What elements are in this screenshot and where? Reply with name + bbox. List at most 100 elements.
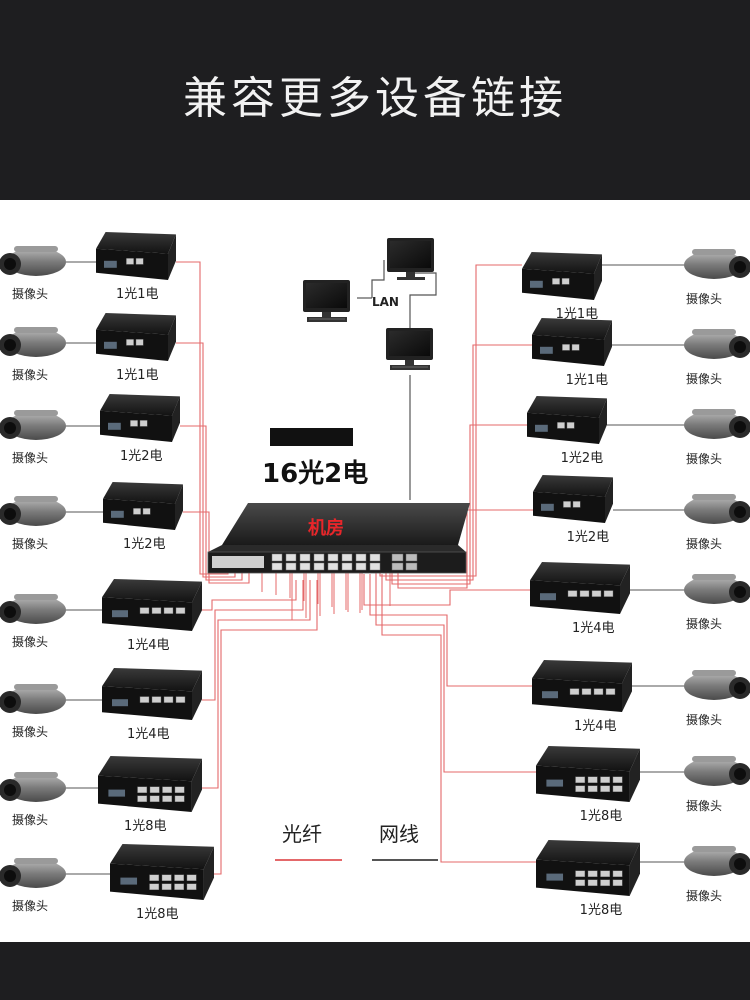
switch-fiber-port (299, 553, 311, 562)
legend-network-label: 网线 (379, 822, 419, 846)
fiber-cable (176, 261, 229, 575)
media-converter-icon (96, 232, 176, 280)
media-converter-icon (532, 318, 612, 366)
media-converter-icon (522, 252, 602, 300)
fiber-cable (379, 264, 522, 577)
device-label: 1光2电 (120, 449, 163, 464)
switch-fiber-port (271, 553, 283, 562)
device-label: 1光1电 (566, 373, 609, 388)
camera-label: 摄像头 (12, 450, 48, 465)
fiber-cable (183, 511, 250, 584)
fiber-cable (385, 344, 532, 581)
fiber-cable (391, 424, 527, 585)
lan-label: LAN (372, 295, 399, 309)
camera-label: 摄像头 (686, 371, 722, 386)
main-device-label: 16光2电 (262, 459, 368, 489)
media-converter-icon (536, 746, 640, 802)
switch-fiber-port (355, 553, 367, 562)
monitor-icon (303, 280, 350, 322)
camera-label: 摄像头 (12, 286, 48, 301)
core-switch: 机房 (207, 503, 470, 574)
camera-label: 摄像头 (686, 712, 722, 727)
fiber-cable (202, 580, 311, 789)
device-label: 1光1电 (116, 287, 159, 302)
camera-label: 摄像头 (12, 898, 48, 913)
monitor-icon (386, 328, 433, 370)
switch-ethernet-port (405, 553, 418, 562)
fiber-wiring (176, 261, 536, 875)
switch-ethernet-port (405, 562, 418, 571)
switch-fiber-port (369, 562, 381, 571)
fiber-cable (176, 342, 236, 578)
camera-label: 摄像头 (686, 888, 722, 903)
device-label: 1光1电 (116, 368, 159, 383)
media-converter-icon (536, 840, 640, 896)
device-label: 1光2电 (561, 451, 604, 466)
device-label: 1光8电 (580, 809, 623, 824)
camera-label: 摄像头 (12, 724, 48, 739)
network-wiring (64, 261, 686, 875)
legend-fiber-label: 光纤 (282, 822, 322, 846)
camera-icon (0, 594, 66, 624)
media-converter-icon (533, 475, 613, 523)
camera-icon (0, 684, 66, 714)
switch-fiber-port (327, 553, 339, 562)
camera-label: 摄像头 (12, 812, 48, 827)
media-converter-icon (527, 396, 607, 444)
camera-icon (0, 410, 66, 440)
switch-fiber-port (285, 553, 297, 562)
camera-icon (684, 249, 750, 279)
media-converter-icon (100, 394, 180, 442)
switch-fiber-port (369, 553, 381, 562)
fiber-cable (180, 425, 243, 581)
media-converter-icon (96, 313, 176, 361)
footer-band (0, 942, 750, 1000)
monitor-icon (387, 238, 434, 280)
switch-fiber-port (313, 562, 325, 571)
camera-icon (684, 670, 750, 700)
camera-icon (0, 772, 66, 802)
camera-icon (0, 858, 66, 888)
header-banner: 兼容更多设备链接 (0, 0, 750, 200)
camera-label: 摄像头 (686, 451, 722, 466)
camera-icon (684, 846, 750, 876)
camera-icon (684, 494, 750, 524)
fiber-cable (397, 509, 533, 589)
camera-icon (684, 756, 750, 786)
camera-icon (0, 496, 66, 526)
switch-fiber-port (341, 562, 353, 571)
media-converter-icon (530, 562, 630, 614)
camera-label: 摄像头 (686, 616, 722, 631)
switch-fiber-port (271, 562, 283, 571)
device-label: 1光4电 (127, 727, 170, 742)
media-converter-icon (103, 482, 183, 530)
media-converter-icon (102, 579, 202, 631)
switch-fiber-port (341, 553, 353, 562)
switch-fiber-port (285, 562, 297, 571)
switch-ethernet-port (391, 562, 404, 571)
fiber-cable (202, 580, 297, 611)
fiber-cable (375, 574, 536, 773)
media-converter-icon (102, 668, 202, 720)
page-title: 兼容更多设备链接 (183, 73, 567, 124)
device-label: 1光4电 (574, 719, 617, 734)
label-box (270, 428, 353, 446)
switch-fiber-port (327, 562, 339, 571)
switch-fiber-port (313, 553, 325, 562)
camera-icon (684, 329, 750, 359)
fiber-cable (202, 580, 304, 701)
camera-icon (0, 327, 66, 357)
fiber-cable (381, 574, 536, 863)
camera-icon (684, 574, 750, 604)
camera-label: 摄像头 (686, 291, 722, 306)
camera-label: 摄像头 (12, 536, 48, 551)
device-label: 1光2电 (123, 537, 166, 552)
device-label: 1光8电 (136, 907, 179, 922)
device-label: 1光8电 (124, 819, 167, 834)
device-label: 1光4电 (572, 621, 615, 636)
switch-fiber-port (355, 562, 367, 571)
switch-room-label: 机房 (308, 517, 344, 539)
camera-icon (684, 409, 750, 439)
